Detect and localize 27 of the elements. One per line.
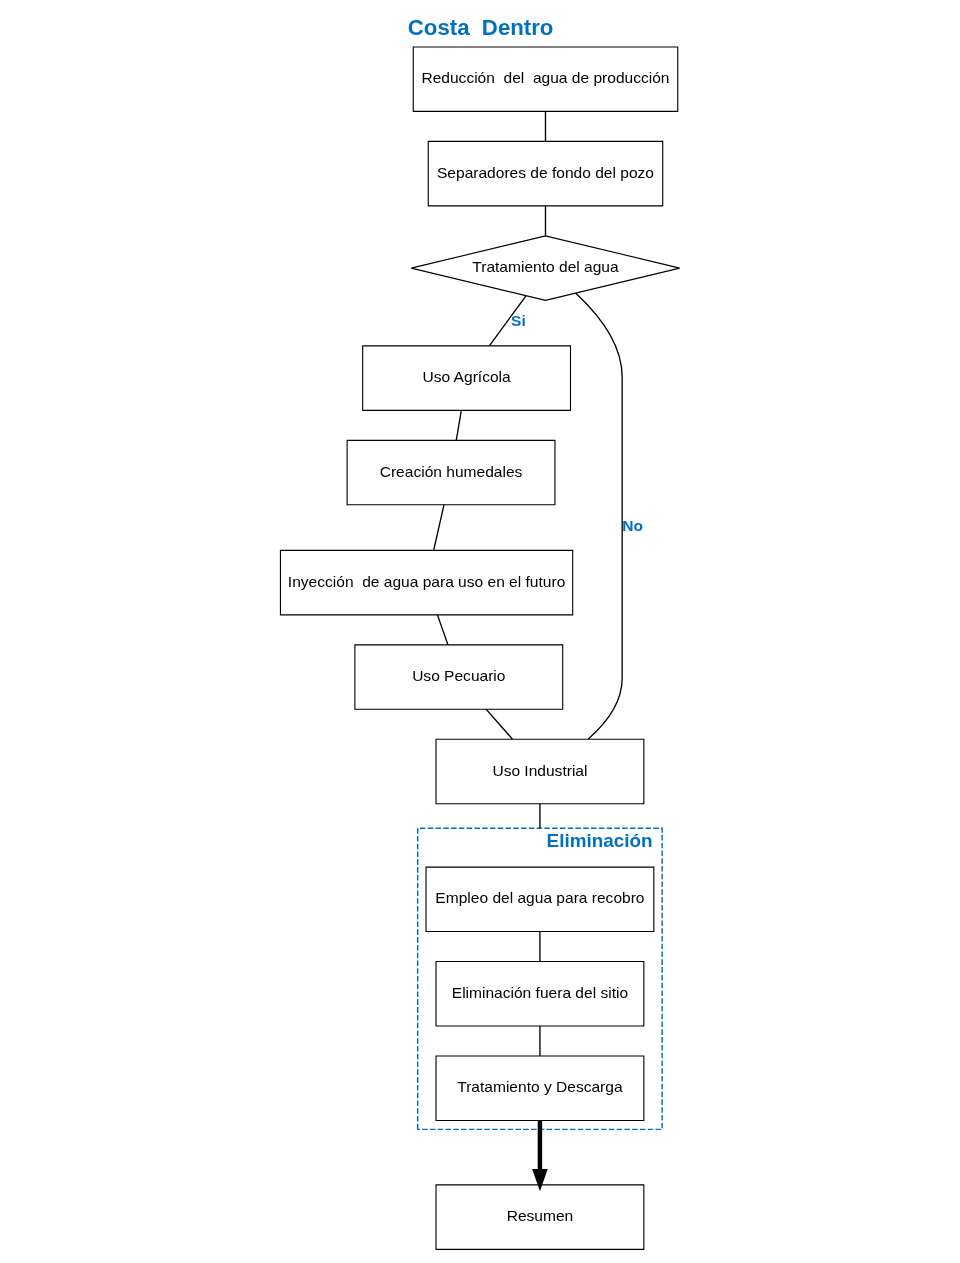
connector xyxy=(544,110,547,142)
node-box: Reducción del agua de producción xyxy=(412,46,679,112)
node-diamond: Tratamiento del agua xyxy=(410,235,681,301)
connector xyxy=(544,205,547,237)
connector xyxy=(539,1025,541,1057)
connector xyxy=(539,803,541,829)
node-box: Uso Agrícola xyxy=(362,345,572,411)
node-box: Creación humedales xyxy=(346,439,556,506)
connector xyxy=(436,614,449,646)
connector xyxy=(485,708,514,740)
node-box: Inyección de agua para uso en el futuro xyxy=(279,549,574,616)
connector xyxy=(575,292,623,740)
node-box: Uso Industrial xyxy=(435,738,645,805)
node-box: Empleo del agua para recobro xyxy=(425,866,655,933)
node-box: Separadores de fondo del pozo xyxy=(427,140,664,207)
node-box: Resumen xyxy=(435,1184,645,1250)
connector xyxy=(455,409,462,441)
node-box: Uso Pecuario xyxy=(354,644,564,710)
connector xyxy=(433,504,445,551)
arrow xyxy=(532,1120,548,1192)
node-box: Eliminación fuera del sitio xyxy=(435,961,645,1027)
diagram-title: Costa Dentro xyxy=(407,14,554,40)
connector xyxy=(488,295,527,347)
edge-label: No xyxy=(622,516,643,534)
connector xyxy=(539,931,541,963)
node-box: Tratamiento y Descarga xyxy=(435,1055,645,1122)
edge-label: Si xyxy=(511,312,526,330)
